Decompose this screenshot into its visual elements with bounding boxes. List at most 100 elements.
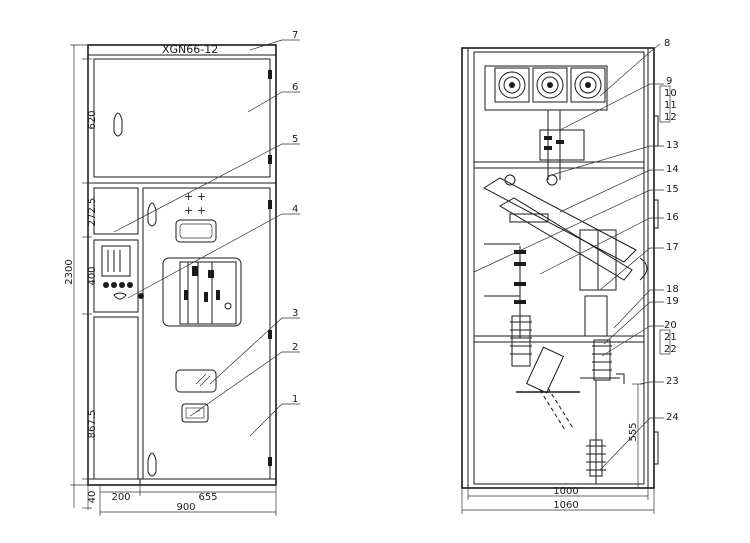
front-view: + + + + XGN66-12 <box>64 30 300 516</box>
leader-20 <box>601 325 664 357</box>
side-latch <box>654 199 659 229</box>
support-post <box>584 295 608 337</box>
dim-inner-width: 1000 <box>553 486 578 497</box>
surge-arrester <box>592 339 612 381</box>
busbar-fans <box>494 67 606 103</box>
breaker-pole <box>514 250 526 304</box>
lower-door-handle <box>147 452 157 477</box>
earthing-switch <box>525 346 574 431</box>
indicator-lamp <box>119 282 125 288</box>
callout-bracket-10-12 <box>659 85 671 123</box>
leader-3 <box>209 317 300 385</box>
leader-14 <box>559 169 664 213</box>
callout-11: 11 <box>664 100 677 111</box>
upper-compartment-door <box>93 58 271 178</box>
nameplate <box>181 403 209 423</box>
leader-13 <box>547 145 664 177</box>
callout-20: 20 <box>664 320 677 331</box>
model-label: XGN66-12 <box>162 43 218 56</box>
callout-1: 1 <box>292 394 298 405</box>
inspection-window <box>175 369 217 393</box>
hinge <box>268 457 272 466</box>
dim-total-height: 2300 <box>64 259 75 284</box>
hinge <box>268 200 272 209</box>
callout-15: 15 <box>666 184 679 195</box>
cross-mark: + + <box>184 190 206 203</box>
mechanism-window <box>162 257 242 327</box>
callout-7: 7 <box>292 30 298 41</box>
side-handle <box>639 257 648 281</box>
leader-23 <box>639 381 664 385</box>
indicator-lamp <box>127 282 133 288</box>
dim-left-width: 200 <box>111 492 130 503</box>
side-view: 555 1000 1060 8 9 10 11 12 13 14 15 16 <box>461 38 679 514</box>
callout-14: 14 <box>666 164 679 175</box>
callout-17: 17 <box>666 242 679 253</box>
upper-door-handle <box>113 112 123 137</box>
instrument-panel <box>101 245 131 277</box>
leader-24 <box>599 417 664 471</box>
side-inner-frame <box>473 51 645 485</box>
viewing-window <box>175 219 217 243</box>
callout-3: 3 <box>292 308 298 319</box>
callout-10: 10 <box>664 88 677 99</box>
main-door-handle <box>147 202 157 227</box>
callout-9: 9 <box>666 76 672 87</box>
relay-compartment <box>93 187 139 235</box>
hinge <box>268 330 272 339</box>
indicator-lamp <box>111 282 117 288</box>
selector-knob <box>113 292 127 300</box>
leader-18 <box>613 289 664 329</box>
leader-2 <box>195 351 300 413</box>
dim-mid-box: 272.5 <box>87 198 98 227</box>
current-transformer <box>510 315 532 367</box>
callout-12: 12 <box>664 112 677 123</box>
dim-right-width: 655 <box>198 492 217 503</box>
dim-base: 40 <box>87 491 98 504</box>
leader-16 <box>539 217 664 275</box>
leader-7 <box>249 39 300 51</box>
callout-24: 24 <box>666 412 679 423</box>
cable-insulator <box>586 439 606 477</box>
leader-8 <box>599 43 661 97</box>
leader-15 <box>473 189 664 273</box>
callout-19: 19 <box>666 296 679 307</box>
leader-5 <box>113 143 300 233</box>
leader-19 <box>603 301 664 345</box>
mechanism-panel <box>179 261 237 325</box>
callout-4: 4 <box>292 204 298 215</box>
hinge <box>268 155 272 164</box>
dim-top-box: 620 <box>87 110 98 129</box>
contact-block <box>509 213 549 223</box>
cable-compartment-left <box>93 316 139 480</box>
dim-total-width: 900 <box>176 502 195 513</box>
busbar-insulators <box>539 129 585 161</box>
busbar-compartment <box>484 65 608 111</box>
dim-outer-width: 1060 <box>553 500 578 511</box>
disconnector-arm-2 <box>499 197 633 281</box>
callout-5: 5 <box>292 134 298 145</box>
leader-1 <box>249 403 300 437</box>
callout-23: 23 <box>666 376 679 387</box>
cross-mark: + + <box>184 204 206 217</box>
earth-bar-hook <box>616 373 625 384</box>
callout-16: 16 <box>666 212 679 223</box>
indicator-lamp <box>103 282 109 288</box>
callout-bracket-21-22 <box>659 329 671 355</box>
callout-13: 13 <box>666 140 679 151</box>
dim-lower-height: 555 <box>628 422 639 441</box>
instrument-compartment <box>93 239 139 313</box>
callout-22: 22 <box>664 344 677 355</box>
leader-6 <box>247 91 300 113</box>
disconnector-arm <box>482 177 637 263</box>
hinge <box>268 70 272 79</box>
callout-18: 18 <box>666 284 679 295</box>
callout-6: 6 <box>292 82 298 93</box>
leader-4 <box>127 213 300 299</box>
leader-17 <box>599 247 664 291</box>
leader-9 <box>559 83 664 131</box>
dim-bottom-box: 867.5 <box>87 410 98 439</box>
side-cabinet-outline <box>461 47 655 489</box>
